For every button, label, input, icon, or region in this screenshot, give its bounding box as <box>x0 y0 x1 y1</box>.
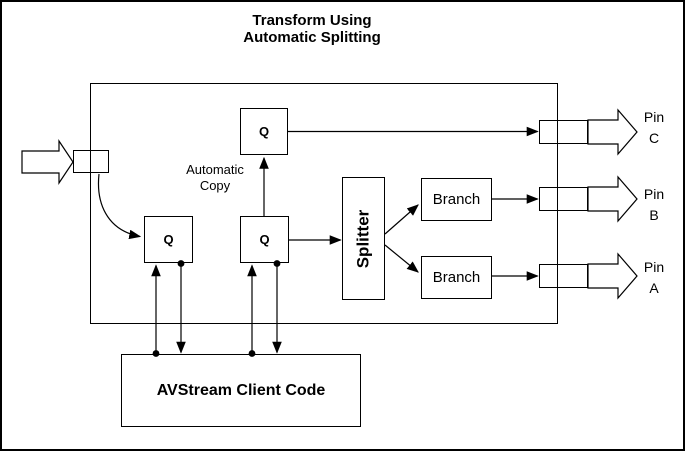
junction-dot <box>273 260 281 267</box>
branch-top-box: Branch <box>421 178 492 221</box>
input-arrow-icon <box>21 139 74 185</box>
client-code-label: AVStream Client Code <box>156 381 326 399</box>
junction-dot <box>248 350 256 357</box>
client-code-box: AVStream Client Code <box>121 354 361 427</box>
splitter-to-branch-bottom-connector <box>384 244 419 273</box>
input-queue-label: Q <box>163 232 174 247</box>
pin-c-frame-box <box>539 120 588 144</box>
branch-top-label: Branch <box>432 191 481 208</box>
junction-dot <box>177 260 185 267</box>
top-queue-label: Q <box>258 124 270 139</box>
pin-b-label: Pin B <box>643 186 665 223</box>
filter-box <box>90 83 558 324</box>
pin-a-arrow-icon <box>587 252 638 300</box>
pin-a-frame-box <box>539 264 588 288</box>
branch-bottom-label: Branch <box>432 269 481 286</box>
splitter-box: Splitter <box>342 177 385 300</box>
branch-bottom-box: Branch <box>421 256 492 299</box>
top-queue-box: Q <box>240 108 288 155</box>
pin-b-arrow-icon <box>587 175 638 223</box>
pin-b-frame-box <box>539 187 588 211</box>
splitter-label: Splitter <box>353 209 373 268</box>
input-to-queue-curve <box>97 173 142 240</box>
pin-c-arrow-icon <box>587 108 638 156</box>
input-frame-box <box>73 150 109 173</box>
junction-dot <box>152 350 160 357</box>
pin-c-label: Pin C <box>643 109 665 146</box>
copy-queue-label: Q <box>259 232 270 247</box>
automatic-copy-label: Automatic Copy <box>186 162 244 193</box>
pin-a-label: Pin A <box>643 259 665 296</box>
input-queue-box: Q <box>144 216 193 263</box>
diagram-title: Transform Using Automatic Splitting <box>243 12 381 46</box>
copy-queue-box: Q <box>240 216 289 263</box>
splitter-to-branch-top-connector <box>384 204 419 235</box>
